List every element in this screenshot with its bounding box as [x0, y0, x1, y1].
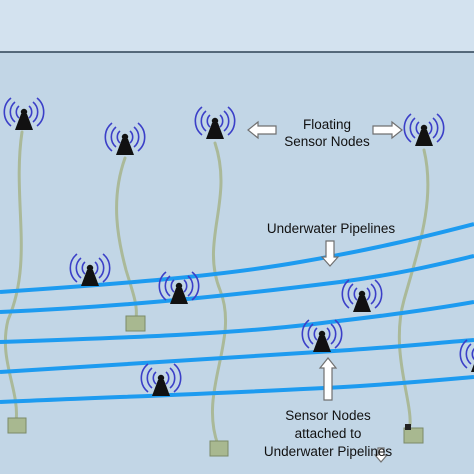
pipeline-2 — [0, 254, 474, 314]
down-arrow-icon — [373, 447, 389, 463]
up-arrow-icon — [318, 357, 338, 401]
floating-label-line2: Sensor Nodes — [284, 134, 370, 149]
sky-band — [0, 0, 474, 52]
tether-1 — [3, 130, 24, 424]
pipeline-4 — [0, 338, 474, 374]
attached-label-line3: Underwater Pipelines — [264, 444, 393, 459]
floating-label-line1: Floating — [303, 117, 351, 132]
water-body — [0, 52, 474, 474]
anchor-clamp — [405, 424, 411, 430]
anchor-block-icon — [209, 440, 229, 457]
tether-3 — [210, 141, 228, 447]
right-arrow-icon — [372, 120, 403, 140]
left-arrow-icon — [247, 120, 277, 140]
attached-label-line1: Sensor Nodes — [285, 408, 371, 423]
pipelines-label: Underwater Pipelines — [267, 221, 396, 236]
down-arrow-icon — [320, 240, 340, 267]
anchor-block-icon — [403, 427, 424, 444]
attached-label-line2: attached to — [295, 426, 362, 441]
pipeline-5 — [0, 375, 474, 404]
anchor-block-icon — [7, 417, 27, 434]
tether-4 — [397, 148, 430, 427]
anchor-block-icon — [125, 315, 146, 332]
pipeline-3 — [0, 300, 474, 344]
